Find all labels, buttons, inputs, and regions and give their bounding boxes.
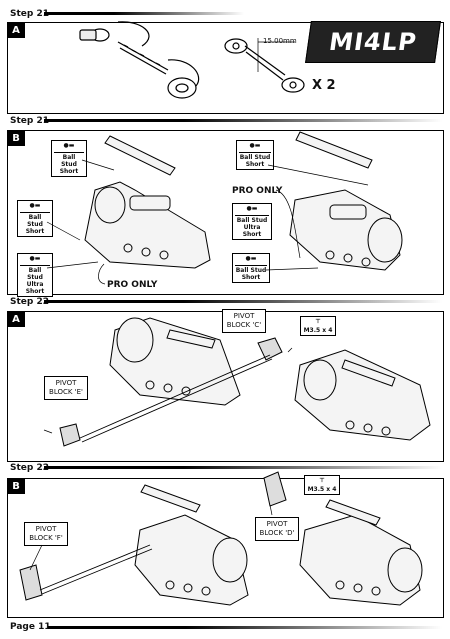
- ball-stud-short-label-1: Ball Stud Short: [59, 154, 79, 175]
- step-22b-panel: [7, 478, 444, 618]
- step-21b-title: Step 21: [10, 116, 49, 126]
- ball-stud-ultra-short-label-1: Ball Stud Ultra Short: [25, 267, 45, 295]
- panel-letter-b: B: [7, 131, 25, 146]
- step-22a-bar: [44, 300, 442, 303]
- assembly-22a-right: [294, 349, 431, 441]
- step-22b-title: Step 22: [10, 463, 49, 473]
- ball-stud-ultra-short-callout-2: ●▬ Ball Stud Ultra Short: [232, 203, 272, 240]
- hinge-pin-22b: [39, 544, 153, 595]
- panel-letter-a: A: [7, 23, 25, 38]
- leader-lines-22b: [29, 504, 273, 571]
- leader-lines-right: [265, 164, 369, 271]
- ball-stud-short-label-4: Ball Stud Short: [235, 267, 267, 281]
- ball-stud-ultra-short-callout-1: ●▬ Ball Stud Ultra Short: [17, 253, 53, 297]
- step-21b-panel: [7, 130, 444, 295]
- leader-lines-left: [46, 159, 115, 285]
- assembly-22b-right: [299, 499, 423, 606]
- ball-stud-icon: ●▬: [235, 205, 269, 216]
- suspension-left: [84, 135, 211, 269]
- step-22a-title: Step 22: [10, 297, 49, 307]
- screw-callout-2: ⊤ M3.5 x 4: [304, 475, 340, 495]
- step-21a-panel: [7, 22, 444, 114]
- page-number: Page 11: [10, 622, 51, 632]
- pivot-block-c-part: [257, 337, 283, 361]
- ball-stud-short-label-2: Ball Stud Short: [25, 214, 45, 235]
- ball-stud-icon: ●▬: [239, 142, 271, 153]
- ball-stud-ultra-short-label-2: Ball Stud Ultra Short: [236, 217, 268, 238]
- panel-letter-a-2: A: [7, 312, 25, 327]
- screw-icon: ⊤: [315, 318, 321, 325]
- step-21a-bar: [44, 12, 244, 15]
- screw-icon: ⊤: [319, 477, 325, 484]
- screw-callout-1: ⊤ M3.5 x 4: [300, 316, 336, 336]
- pivot-block-c-label: PIVOT BLOCK 'C': [222, 309, 266, 333]
- suspension-right: [289, 131, 403, 271]
- screw-label-2: M3.5 x 4: [307, 486, 337, 493]
- hinge-pin-22a: [79, 354, 273, 443]
- ball-stud-icon: ●▬: [54, 142, 84, 153]
- ball-stud-short-callout-4: ●▬ Ball Stud Short: [232, 253, 270, 283]
- assembled-turnbuckle: [224, 38, 305, 93]
- turnbuckle-parts: [79, 21, 200, 99]
- measure-label: 15.00mm: [263, 37, 297, 45]
- ball-stud-short-callout-1: ●▬ Ball Stud Short: [51, 140, 87, 177]
- quantity-label: X 2: [312, 78, 336, 93]
- pro-only-label-1: PRO ONLY: [107, 280, 158, 290]
- ball-stud-icon: ●▬: [20, 255, 50, 266]
- screw-label-1: M3.5 x 4: [303, 327, 333, 334]
- pivot-block-f-label: PIVOT BLOCK 'F': [24, 522, 68, 546]
- pivot-block-d-part: [263, 471, 287, 507]
- pro-only-label-2: PRO ONLY: [232, 186, 283, 196]
- ball-stud-icon: ●▬: [235, 255, 267, 266]
- ball-stud-short-callout-2: ●▬ Ball Stud Short: [17, 200, 53, 237]
- pivot-block-e-part: [59, 423, 81, 447]
- assembly-22b-left: [134, 484, 249, 606]
- pivot-block-e-label: PIVOT BLOCK 'E': [44, 376, 88, 400]
- pivot-block-f-part: [19, 564, 43, 601]
- ball-stud-short-callout-3: ●▬ Ball Stud Short: [236, 140, 274, 170]
- footer-bar: [48, 626, 442, 629]
- assembly-22a-left: [109, 317, 241, 406]
- step-22b-bar: [44, 466, 442, 469]
- step-21a-title: Step 21: [10, 9, 49, 19]
- panel-letter-b-2: B: [7, 479, 25, 494]
- ball-stud-icon: ●▬: [20, 202, 50, 213]
- step-21b-bar: [44, 119, 442, 122]
- ball-stud-short-label-3: Ball Stud Short: [239, 154, 271, 168]
- pivot-block-d-label: PIVOT BLOCK 'D': [255, 517, 299, 541]
- leader-lines-22a: [43, 347, 293, 434]
